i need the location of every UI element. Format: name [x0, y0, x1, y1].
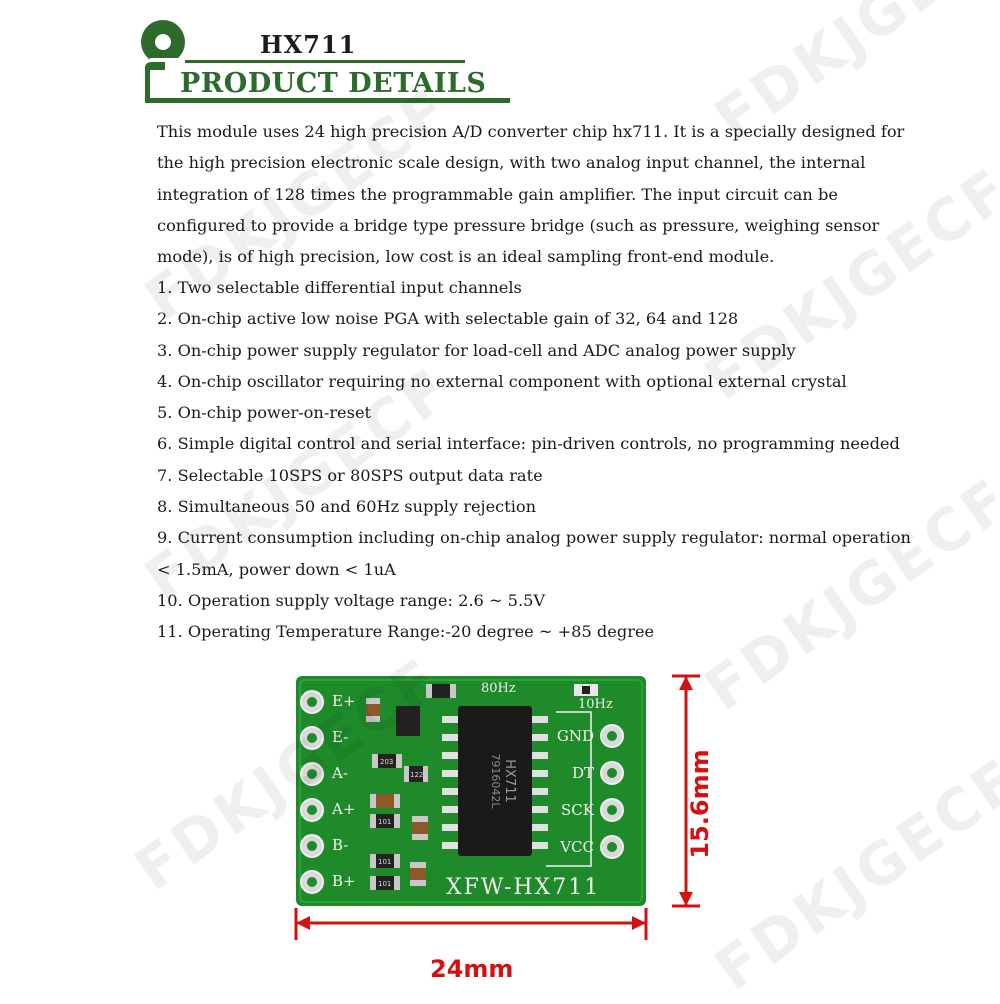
hx711-board-image: E+ E- A- A+ B- B+ GND DT SCK VCC 80Hz 10…: [296, 676, 646, 906]
label-80hz: 80Hz: [481, 681, 516, 696]
feature-item: 8. Simultaneous 50 and 60Hz supply rejec…: [157, 497, 537, 517]
pin-label-a-minus: A-: [331, 764, 348, 782]
description-line: the high precision electronic scale desi…: [157, 153, 866, 173]
header-decoration: [141, 20, 510, 103]
pin-label-b-minus: B-: [332, 836, 348, 854]
chip-marking: HX711: [502, 759, 517, 803]
product-description: This module uses 24 high precision A/D c…: [157, 116, 905, 272]
banner-ornament-hole: [155, 34, 171, 50]
feature-item: 9. Current consumption including on-chip…: [157, 528, 911, 548]
pin-label-gnd: GND: [557, 727, 594, 745]
description-line: This module uses 24 high precision A/D c…: [157, 122, 905, 141]
resistor-label: 101: [378, 858, 391, 866]
dimension-lines: [294, 674, 700, 940]
pin-label-b-plus: B+: [332, 872, 356, 890]
feature-item: 5. On-chip power-on-reset: [157, 403, 372, 423]
resistor-label: 122: [410, 771, 423, 779]
section-heading: PRODUCT DETAILS: [180, 68, 487, 99]
banner-top-line: [185, 60, 465, 63]
product-title: HX711: [260, 30, 357, 59]
pin-label-vcc: VCC: [559, 838, 594, 856]
resistor-label: 203: [380, 758, 393, 766]
pin-label-e-minus: E-: [332, 728, 348, 746]
pin-label-sck: SCK: [561, 801, 595, 819]
height-dimension-label: 15.6mm: [686, 749, 714, 859]
feature-item: 7. Selectable 10SPS or 80SPS output data…: [157, 465, 543, 485]
description-line: integration of 128 times the programmabl…: [157, 184, 838, 204]
banner-bottom-line: [145, 98, 510, 103]
pin-label-a-plus: A+: [331, 800, 355, 818]
right-pin-pads: [600, 724, 624, 859]
hx711-chip: HX711 7916042L: [442, 706, 548, 856]
label-10hz: 10Hz: [578, 697, 613, 712]
silkscreen-label: XFW-HX711: [446, 875, 600, 900]
watermark-logo: FDKJGECF: [702, 744, 1000, 1004]
feature-list: 1. Two selectable differential input cha…: [157, 272, 911, 648]
resistor-label: 101: [378, 818, 391, 826]
banner-corner: [145, 62, 165, 102]
chip-code: 7916042L: [489, 753, 502, 809]
smd-components: [366, 684, 456, 890]
feature-item: 4. On-chip oscillator requiring no exter…: [157, 371, 847, 391]
feature-item: 1. Two selectable differential input cha…: [157, 278, 522, 297]
pin-label-e-plus: E+: [332, 692, 356, 710]
left-pin-pads: [300, 690, 324, 894]
pin-label-dt: DT: [572, 764, 594, 782]
resistor-label: 101: [378, 880, 391, 888]
description-line: configured to provide a bridge type pres…: [157, 215, 880, 235]
header-banner: HX711 PRODUCT DETAILS: [0, 0, 1000, 110]
feature-item: 11. Operating Temperature Range:-20 degr…: [157, 622, 655, 642]
feature-item: 2. On-chip active low noise PGA with sel…: [157, 309, 739, 329]
width-dimension-label: 24mm: [430, 955, 514, 983]
feature-item: < 1.5mA, power down < 1uA: [157, 559, 396, 579]
feature-item: 10. Operation supply voltage range: 2.6 …: [157, 590, 546, 610]
description-line: mode), is of high precision, low cost is…: [157, 247, 775, 267]
feature-item: 6. Simple digital control and serial int…: [157, 434, 900, 454]
feature-item: 3. On-chip power supply regulator for lo…: [157, 340, 796, 360]
